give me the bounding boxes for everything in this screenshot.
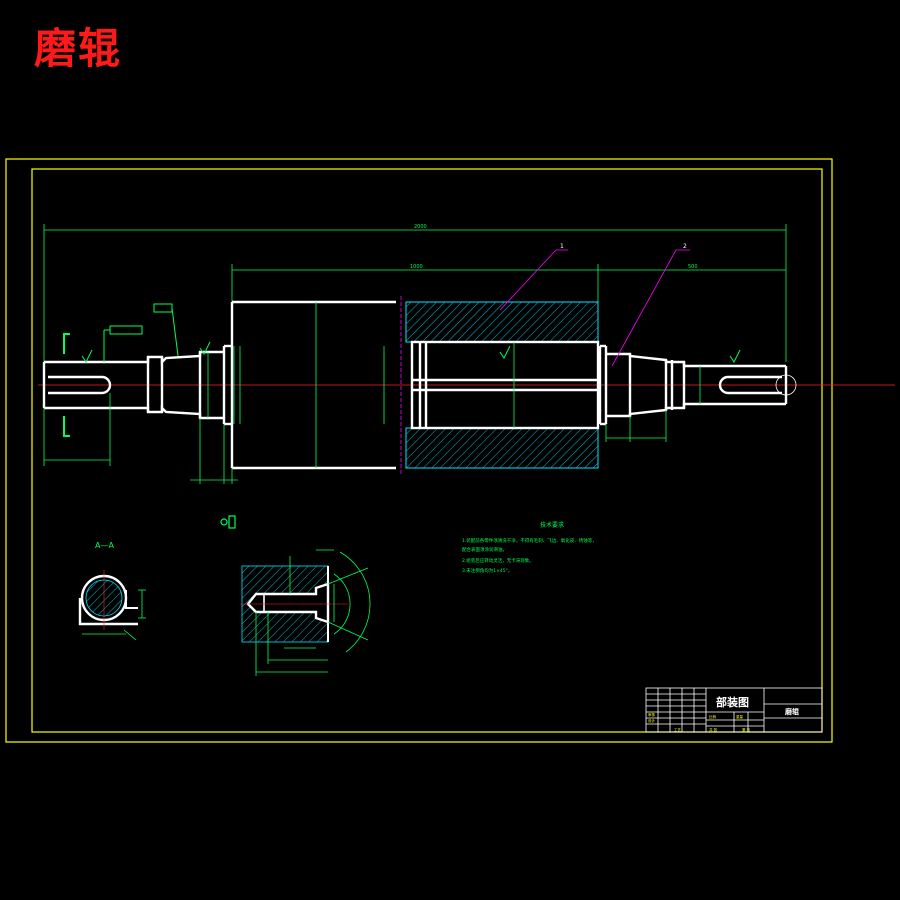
title-block-label-scale: 比例	[709, 714, 717, 719]
roller-body-right	[410, 340, 600, 430]
title-block-label-weight: 重量	[736, 714, 744, 719]
left-shaft-dims	[43, 346, 238, 484]
title-block-label-process: 工艺	[674, 727, 682, 732]
overall-dimension-text: 2000	[414, 224, 427, 230]
overall-dimension	[43, 224, 787, 362]
tech-requirement-3: 3.未注倒角均为1×45°。	[462, 567, 512, 574]
tech-requirements-heading: 技术要求	[540, 521, 564, 529]
section-a-a	[78, 570, 146, 641]
tech-requirements: 技术要求 1.装配前各零件须清洗干净，不得有毛刺、飞边、氧化皮、锈蚀等， 配合表…	[462, 521, 597, 574]
outer-frame	[5, 158, 833, 743]
leader-lines	[499, 249, 690, 367]
right-end-circle	[775, 374, 797, 396]
tolerance-frames	[103, 303, 179, 362]
right-shaft	[598, 344, 788, 426]
hatch-top	[405, 301, 599, 343]
title-block	[645, 687, 823, 733]
inner-frame	[31, 168, 823, 733]
balloon-part1: 1	[560, 243, 564, 250]
datum-symbol	[220, 515, 236, 529]
roughness-symbols	[81, 341, 741, 363]
title-block-drawing-type: 部装图	[716, 695, 749, 709]
left-shaft	[42, 344, 232, 426]
right-shaft-dims	[605, 366, 701, 442]
tech-requirement-1b: 配合表面须涂润滑油。	[462, 546, 507, 553]
detail-view	[240, 549, 371, 676]
title-block-label-review: 审核	[648, 712, 656, 717]
tech-requirement-1: 1.装配前各零件须清洗干净，不得有毛刺、飞边、氧化皮、锈蚀等，	[462, 537, 597, 544]
section-marker-left	[63, 333, 70, 437]
body-dimension-text: 1000	[410, 264, 423, 270]
balloon-part2: 2	[683, 243, 687, 250]
hatch-bottom	[405, 427, 599, 469]
page-title: 磨辊	[34, 24, 123, 73]
section-label: A—A	[95, 541, 114, 550]
tech-requirement-2: 2.组装后应转动灵活，无卡滞现象。	[462, 557, 534, 564]
title-block-label-total-sheets: 共 张	[709, 727, 718, 732]
right-shaft-dimension-text: 500	[688, 264, 698, 270]
roller-body-left	[230, 300, 396, 470]
roller-body-left-details	[239, 302, 385, 468]
title-block-label-sheet-no: 第 张	[742, 727, 751, 732]
title-block-part-name: 磨辊	[785, 707, 799, 716]
title-block-label-design: 设计	[648, 718, 656, 723]
